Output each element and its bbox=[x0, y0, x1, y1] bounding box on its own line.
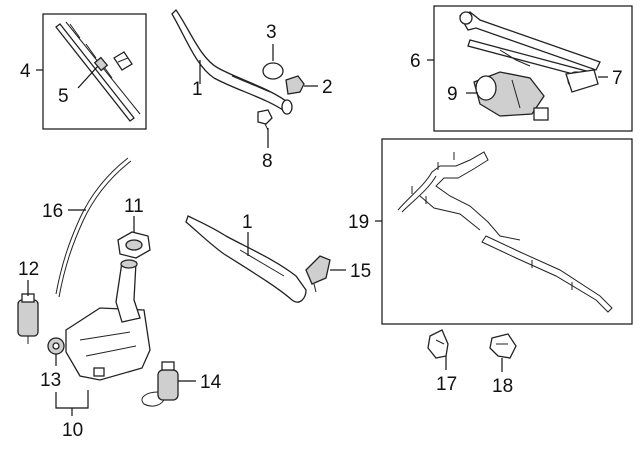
pump-grommet[interactable] bbox=[47, 337, 65, 355]
callout-18: 18 bbox=[492, 376, 513, 397]
callout-4: 4 bbox=[20, 61, 31, 82]
linkage-box bbox=[433, 5, 633, 132]
hose-clip-17[interactable] bbox=[427, 329, 449, 359]
reservoir-hose[interactable] bbox=[55, 157, 132, 298]
washer-hose-group bbox=[375, 138, 633, 325]
callout-19: 19 bbox=[348, 212, 369, 233]
cover-cap[interactable] bbox=[262, 62, 284, 80]
callout-13: 13 bbox=[40, 370, 61, 391]
wiper-linkage-group bbox=[427, 5, 633, 132]
callout-14: 14 bbox=[200, 372, 222, 393]
washer-pump-rear[interactable] bbox=[141, 361, 179, 407]
callout-3: 3 bbox=[266, 22, 277, 43]
callout-15: 15 bbox=[350, 261, 371, 282]
hose-box bbox=[381, 138, 633, 325]
washer-hose[interactable] bbox=[397, 151, 613, 313]
callout-1-lower: 1 bbox=[242, 212, 253, 233]
wiper-arm-upper[interactable] bbox=[171, 8, 293, 115]
callout-8: 8 bbox=[262, 151, 273, 172]
wiper-linkage[interactable] bbox=[459, 11, 601, 93]
wiper-motor[interactable] bbox=[473, 71, 549, 121]
hose-clip-18[interactable] bbox=[489, 333, 517, 359]
callout-2: 2 bbox=[322, 77, 333, 98]
callout-10: 10 bbox=[62, 420, 83, 441]
pivot-nut[interactable] bbox=[257, 109, 273, 131]
callout-7: 7 bbox=[612, 68, 623, 89]
washer-nozzle[interactable] bbox=[305, 255, 331, 293]
blade-clip[interactable] bbox=[113, 51, 133, 71]
wiper-blade-box bbox=[42, 13, 147, 130]
callout-12: 12 bbox=[18, 259, 39, 280]
callout-9: 9 bbox=[447, 84, 458, 105]
pivot-cap[interactable] bbox=[285, 75, 305, 95]
callout-1-upper: 1 bbox=[192, 79, 203, 100]
wiper-blade[interactable] bbox=[55, 21, 141, 122]
wiper-arm-lower[interactable] bbox=[185, 215, 307, 303]
wiper-blade-group bbox=[36, 13, 147, 130]
callout-5: 5 bbox=[58, 86, 69, 107]
callout-6: 6 bbox=[410, 51, 421, 72]
washer-pump[interactable] bbox=[17, 293, 39, 344]
callout-17: 17 bbox=[436, 374, 457, 395]
filler-cap[interactable] bbox=[117, 231, 151, 259]
callout-11: 11 bbox=[124, 196, 144, 217]
washer-reservoir[interactable] bbox=[65, 259, 151, 381]
callout-16: 16 bbox=[42, 201, 63, 222]
